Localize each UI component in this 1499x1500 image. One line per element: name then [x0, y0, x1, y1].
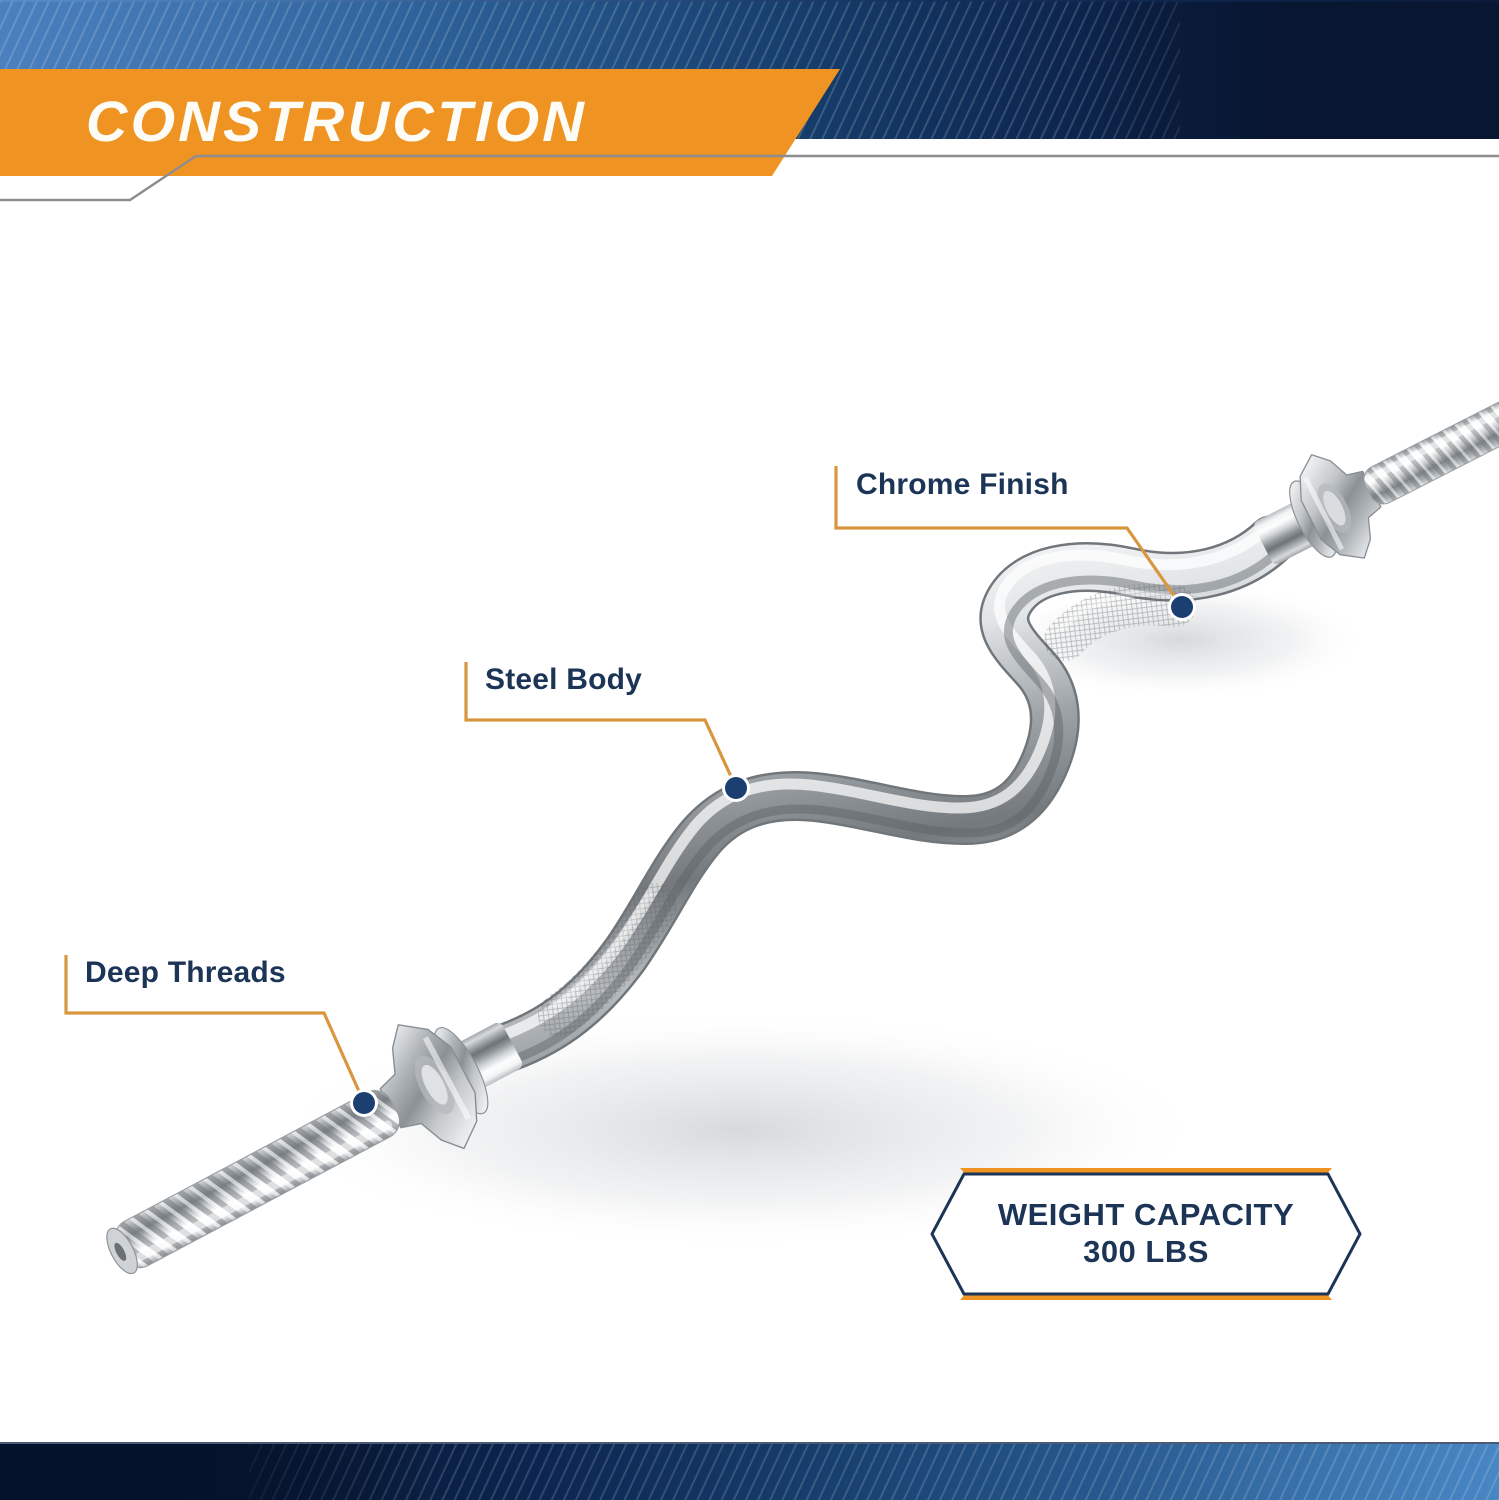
callout-label-steel-body: Steel Body: [485, 663, 643, 696]
callout-leader-line-chrome-finish: [834, 466, 1196, 621]
badge-text-block: WEIGHT CAPACITY 300 LBS: [928, 1166, 1364, 1302]
right-end-assembly: [1254, 396, 1499, 564]
badge-hexagon-shape: [930, 1168, 1362, 1300]
callout-deep-threads: Deep Threads: [62, 943, 392, 1118]
footer-stripe-fade: [0, 1444, 430, 1500]
threaded-rod-right: [1363, 396, 1499, 505]
spinlock-collar-right: [1299, 454, 1382, 559]
header-stripe-fade: [1079, 0, 1499, 139]
badge-line-1: WEIGHT CAPACITY: [997, 1197, 1295, 1233]
footer-stripe-pattern: [249, 1444, 1499, 1500]
callout-leader-line-steel-body: [464, 662, 750, 802]
header-top-highlight: [0, 0, 1499, 2]
callout-label-deep-threads: Deep Threads: [85, 956, 286, 989]
footer-top-highlight: [0, 1442, 1499, 1444]
badge-line-2: 300 LBS: [1083, 1234, 1209, 1269]
footer-banner: [0, 1444, 1499, 1500]
callout-chrome-finish: Chrome Finish: [832, 452, 1232, 632]
header-divider-rule: [0, 154, 1499, 202]
title-plate: CONSTRUCTION: [0, 69, 840, 176]
knurled-grip-left: [538, 883, 677, 1037]
callout-steel-body: Steel Body: [462, 650, 772, 815]
callout-label-chrome-finish: Chrome Finish: [856, 468, 1069, 501]
weight-capacity-badge: WEIGHT CAPACITY 300 LBS: [928, 1166, 1364, 1302]
callout-leader-line-deep-threads: [64, 955, 378, 1117]
